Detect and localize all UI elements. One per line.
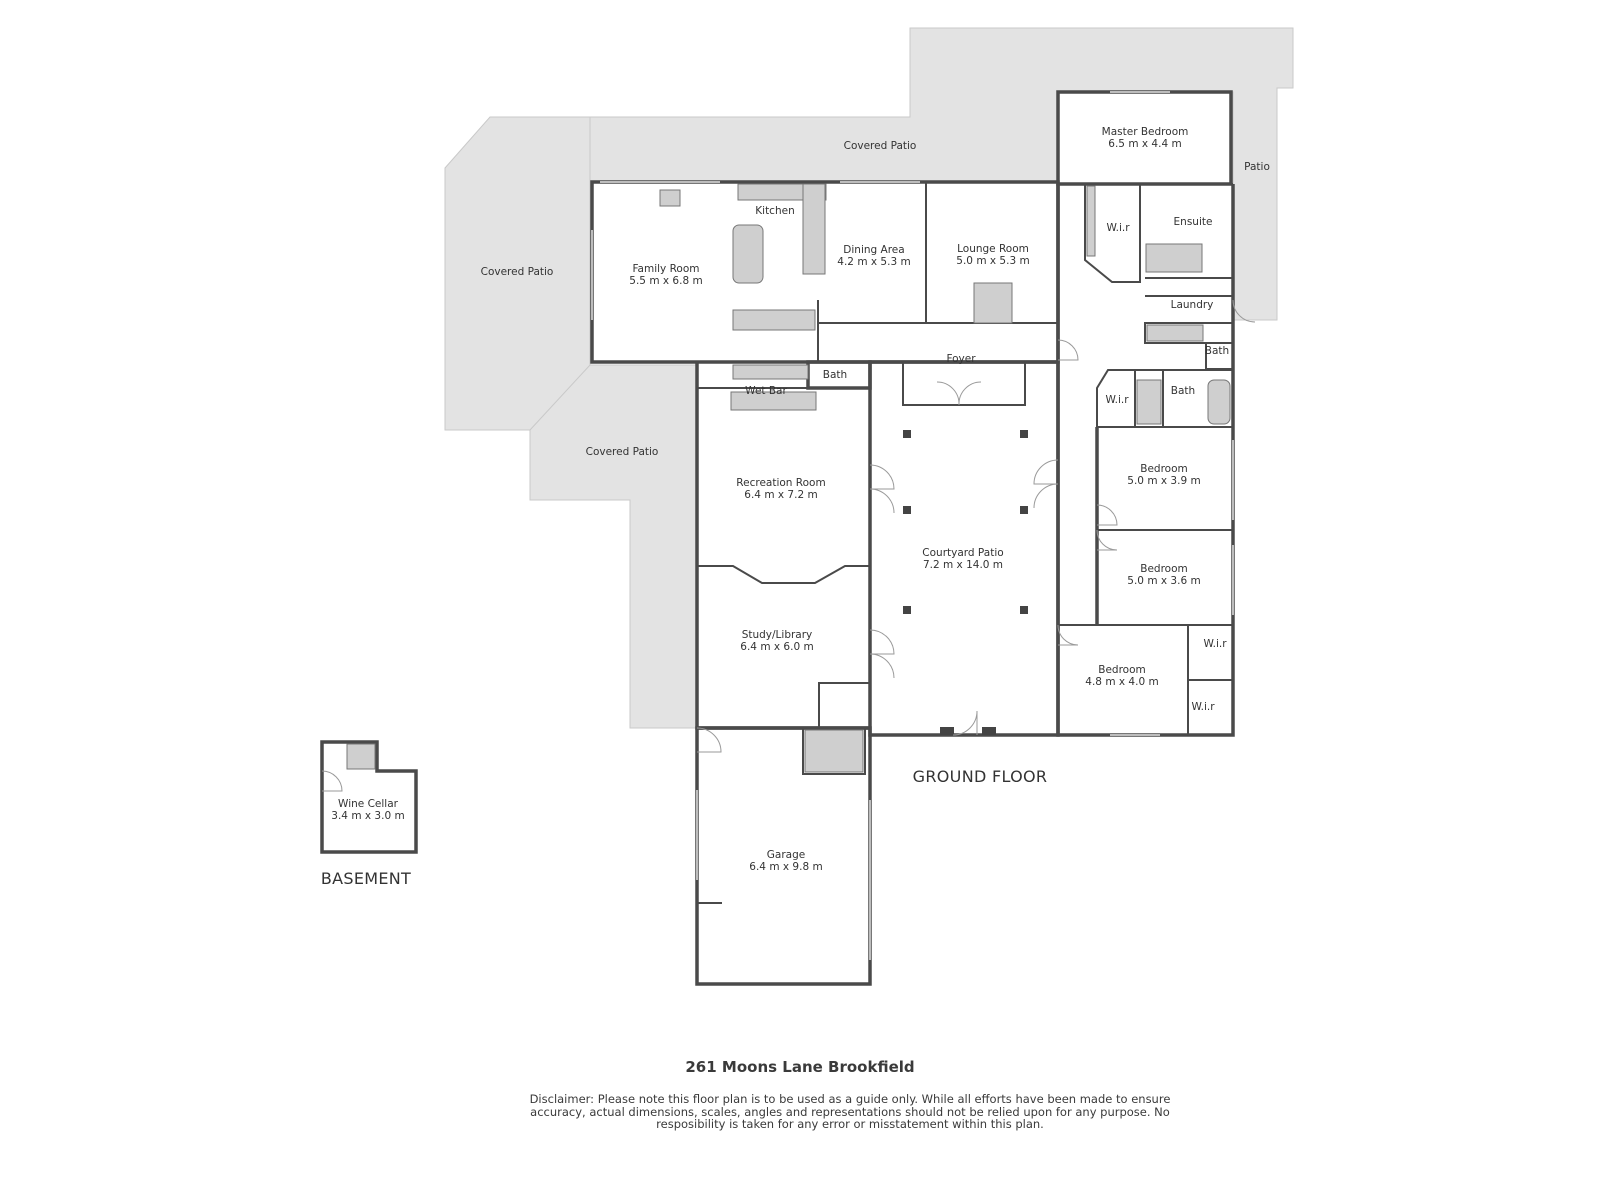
- foyer-label: Foyer: [946, 353, 976, 365]
- wir-3-label: W.i.r: [1203, 638, 1227, 650]
- wine-cellar-dims: 3.4 m x 3.0 m: [331, 810, 404, 822]
- covered-patio-lower-label: Covered Patio: [586, 446, 659, 458]
- bedroom-1-dims: 5.0 m x 3.9 m: [1127, 475, 1200, 487]
- patio-right-label: Patio: [1244, 161, 1270, 173]
- fireplace: [973, 282, 1013, 324]
- master-bedroom-label: Master Bedroom: [1102, 126, 1189, 138]
- lounge-room-dims: 5.0 m x 5.3 m: [956, 255, 1029, 267]
- bedroom-3-dims: 4.8 m x 4.0 m: [1085, 676, 1158, 688]
- cooktop: [659, 189, 681, 207]
- wir-2-label: W.i.r: [1105, 394, 1129, 406]
- basement-label: BASEMENT: [321, 869, 411, 888]
- bedroom-3-label: Bedroom: [1098, 664, 1146, 676]
- bath-right-top-label: Bath: [1205, 345, 1229, 357]
- wardrobe-master: [1086, 185, 1096, 257]
- laundry-label: Laundry: [1171, 299, 1214, 311]
- wir-master-label: W.i.r: [1106, 222, 1130, 234]
- family-room-label: Family Room: [632, 263, 699, 275]
- room-labels: Covered Patio Covered Patio Covered Pati…: [331, 126, 1270, 873]
- windows: [591, 91, 1234, 960]
- disclaimer-text: Disclaimer: Please note this floor plan …: [529, 1092, 1171, 1131]
- courtyard-patio-label: Courtyard Patio: [922, 547, 1003, 559]
- family-bench: [732, 309, 816, 331]
- garage-label: Garage: [767, 849, 805, 861]
- stairs-garage: [804, 729, 864, 773]
- garage-dims: 6.4 m x 9.8 m: [749, 861, 822, 873]
- fixtures: [346, 183, 1231, 773]
- kitchen-bench-side: [802, 183, 826, 275]
- wir-4-label: W.i.r: [1191, 701, 1215, 713]
- covered-patio-left-label: Covered Patio: [481, 266, 554, 278]
- covered-patio-top-label: Covered Patio: [844, 140, 917, 152]
- bath-2-label: Bath: [1171, 385, 1195, 397]
- property-address: 261 Moons Lane Brookfield: [685, 1058, 915, 1076]
- study-library-dims: 6.4 m x 6.0 m: [740, 641, 813, 653]
- kitchen-label: Kitchen: [755, 205, 794, 217]
- bedroom-2-dims: 5.0 m x 3.6 m: [1127, 575, 1200, 587]
- lounge-room-label: Lounge Room: [957, 243, 1029, 255]
- courtyard-pillars: [903, 430, 1028, 735]
- doors: [321, 299, 1256, 792]
- bedroom-1-label: Bedroom: [1140, 463, 1188, 475]
- wet-bar-bench: [730, 391, 817, 411]
- covered-patio-lower-area: [529, 364, 698, 729]
- bathtub: [1207, 379, 1231, 425]
- ensuite-label: Ensuite: [1174, 216, 1213, 228]
- stairs-cellar: [346, 743, 376, 770]
- recreation-room-label: Recreation Room: [736, 477, 825, 489]
- courtyard-patio-dims: 7.2 m x 14.0 m: [923, 559, 1003, 571]
- wine-cellar-label: Wine Cellar: [338, 798, 399, 810]
- shower-2: [1136, 379, 1162, 425]
- recreation-room-dims: 6.4 m x 7.2 m: [744, 489, 817, 501]
- family-room-dims: 5.5 m x 6.8 m: [629, 275, 702, 287]
- wet-bar-label: Wet Bar: [745, 385, 787, 397]
- bedroom-2-label: Bedroom: [1140, 563, 1188, 575]
- shower: [1145, 243, 1203, 273]
- dining-area-dims: 4.2 m x 5.3 m: [837, 256, 910, 268]
- kitchen-island: [732, 224, 764, 284]
- dining-area-label: Dining Area: [843, 244, 904, 256]
- ground-floor-label: GROUND FLOOR: [913, 767, 1048, 786]
- master-bedroom-dims: 6.5 m x 4.4 m: [1108, 138, 1181, 150]
- laundry-bench: [1146, 324, 1204, 342]
- wet-bar-top: [732, 364, 809, 380]
- bath-small-label: Bath: [823, 369, 847, 381]
- study-library-label: Study/Library: [742, 629, 813, 641]
